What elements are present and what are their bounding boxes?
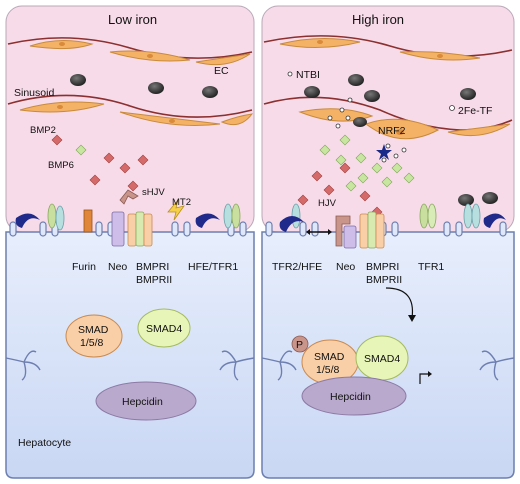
left-ec-nuclei (57, 42, 175, 123)
right-tfr1-label: TFR1 (418, 261, 444, 273)
right-blood-cells (304, 74, 498, 206)
left-canaliculus-right (219, 350, 255, 381)
right-smad158-top: SMAD (314, 351, 345, 363)
left-canaliculus (5, 350, 41, 381)
left-mt2-label: MT2 (172, 197, 191, 208)
left-smad158-bottom: 1/5/8 (80, 337, 104, 349)
right-canaliculus-right (479, 350, 515, 381)
right-tfr1-b (427, 203, 437, 229)
left-hfe-tfr1-label: HFE/TFR1 (188, 261, 238, 273)
left-vessel (7, 37, 253, 118)
left-neo (111, 211, 125, 247)
left-bmp2-ligands (51, 134, 149, 192)
left-hfe-crescent-2 (195, 213, 220, 228)
left-bmpri-label: BMPRI (136, 261, 169, 273)
right-hepcidin (301, 376, 407, 416)
right-tfr1-a (419, 203, 429, 229)
left-shjv-label: sHJV (142, 187, 165, 198)
right-hjv-protein (335, 215, 351, 247)
right-bmpri-label: BMPRI (366, 261, 399, 273)
right-hfe-crescent (279, 216, 304, 232)
right-2fetf-label: 2Fe-TF (458, 105, 492, 117)
left-sinusoid-bg (5, 5, 255, 233)
left-bmpr-complex (127, 211, 153, 247)
right-p-label: P (296, 339, 303, 351)
left-smad4 (137, 308, 191, 348)
left-tfr1b (231, 203, 241, 229)
left-tfr-1 (47, 203, 57, 229)
right-tfr2 (291, 203, 301, 229)
right-ntbi-label: NTBI (296, 69, 320, 81)
right-title: High iron (352, 12, 404, 27)
left-ec-label: EC (214, 65, 229, 77)
right-neo (343, 225, 357, 249)
right-bmp6-ligands (319, 134, 415, 192)
right-smad158-bottom: 1/5/8 (316, 364, 340, 376)
left-blood-cells (70, 74, 218, 98)
right-tfr2-hfe-label: TFR2/HFE (272, 261, 322, 273)
left-tfr-2 (55, 205, 65, 231)
right-bmpr-complex (359, 211, 385, 249)
left-bmprii-label: BMPRII (136, 274, 172, 286)
right-panel: High iron (261, 5, 515, 479)
left-hepcidin (95, 381, 197, 421)
right-hfe-crescent-2 (483, 213, 506, 228)
right-hjv-label: HJV (318, 198, 337, 209)
right-ec-nuclei (317, 40, 443, 135)
left-smad158-top: SMAD (78, 324, 109, 336)
left-furin-label: Furin (72, 261, 96, 273)
left-hfe-crescent-1 (15, 213, 40, 228)
left-bmp2-label: BMP2 (30, 125, 56, 136)
right-nrf2-label: NRF2 (378, 125, 406, 137)
right-endothelial-cells (279, 37, 511, 140)
right-ntbi-particles (287, 71, 455, 163)
hepatocyte-label: Hepatocyte (18, 437, 71, 449)
left-hepatocyte (5, 231, 255, 479)
left-title: Low iron (108, 12, 157, 27)
right-bmprii-label: BMPRII (366, 274, 402, 286)
left-tfr1 (223, 203, 233, 229)
right-tfr1-c (463, 203, 473, 229)
left-sinusoid-label: Sinusoid (14, 87, 54, 99)
left-bmp6-ligands (75, 144, 87, 156)
right-tfr1-d (471, 203, 481, 229)
left-bmp6-label: BMP6 (48, 160, 74, 171)
right-canaliculus-left (261, 350, 297, 381)
right-nrf2-star (376, 144, 392, 160)
left-smad158 (65, 314, 123, 358)
left-mt2-icon (167, 199, 185, 221)
left-smad4-text: SMAD4 (146, 323, 182, 335)
right-smad4-text: SMAD4 (364, 353, 400, 365)
left-hepcidin-text: Hepcidin (122, 396, 163, 408)
left-panel: Low iron EC Sinusoid BMP2 (5, 5, 255, 479)
right-neo-label: Neo (336, 261, 355, 273)
left-shjv-fragment (119, 189, 139, 205)
right-signal-arrow (385, 287, 414, 319)
right-transcription-arrow (419, 373, 430, 384)
left-furin (83, 209, 93, 233)
right-phospho (291, 335, 309, 353)
left-endothelial-cells (19, 40, 254, 126)
right-hepcidin-text: Hepcidin (330, 391, 371, 403)
left-neo-label: Neo (108, 261, 127, 273)
